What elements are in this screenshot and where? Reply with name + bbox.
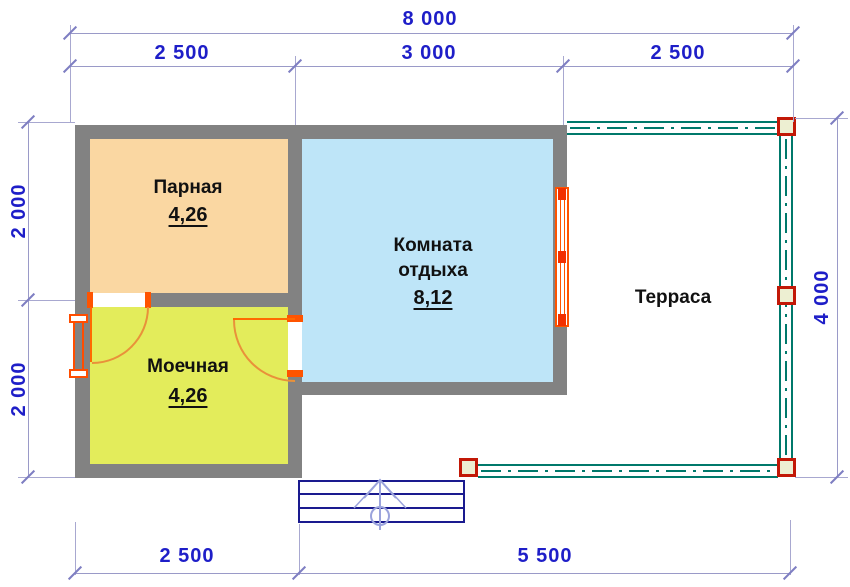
dimension-bottom-left: 2 500 bbox=[159, 545, 215, 567]
extension-line bbox=[795, 477, 848, 478]
door-opening-parnaya bbox=[93, 293, 145, 307]
extension-line bbox=[18, 477, 75, 478]
komnata-room-label-line1: Комната bbox=[393, 235, 473, 256]
dimension-total-width: 8 000 bbox=[402, 8, 458, 30]
extension-line bbox=[793, 25, 794, 122]
extension-line bbox=[295, 56, 296, 125]
moechnaya-bottom-wall bbox=[75, 464, 302, 478]
door-jamb bbox=[287, 370, 303, 377]
center-vertical-wall bbox=[288, 125, 302, 478]
extension-line bbox=[563, 56, 564, 125]
moechnaya-room-label: Моечная bbox=[147, 356, 229, 377]
door-jamb bbox=[287, 315, 303, 322]
dimension-left-upper: 2 000 bbox=[8, 183, 30, 239]
moechnaya-window bbox=[69, 314, 88, 378]
window-hinge-mark bbox=[558, 314, 566, 326]
moechnaya-room-area: 4,26 bbox=[88, 383, 288, 409]
window-hinge-mark bbox=[558, 188, 566, 200]
komnata-room-area: 8,12 bbox=[333, 285, 533, 311]
terrace-post bbox=[777, 117, 796, 136]
railing-centerline bbox=[570, 127, 775, 129]
window-frame-line bbox=[82, 322, 84, 370]
extension-line bbox=[18, 300, 75, 301]
window-hinge-mark bbox=[558, 251, 566, 263]
dimension-line-total-width bbox=[70, 33, 793, 34]
dimension-line-top-segments bbox=[70, 66, 793, 67]
door-leaf bbox=[233, 318, 295, 320]
window-sill bbox=[69, 314, 88, 323]
dimension-left-lower: 2 000 bbox=[8, 361, 30, 417]
terrace-post bbox=[459, 458, 478, 477]
extension-line bbox=[299, 524, 300, 575]
dimension-top-left: 2 500 bbox=[154, 42, 210, 64]
parnaya-room-area: 4,26 bbox=[88, 202, 288, 228]
dimension-top-middle: 3 000 bbox=[401, 42, 457, 64]
parnaya-room-fill bbox=[90, 139, 288, 293]
komnata-window bbox=[555, 187, 569, 327]
dimension-line-bottom bbox=[75, 573, 790, 574]
dimension-right-height: 4 000 bbox=[811, 269, 833, 325]
area-value: 4,26 bbox=[168, 204, 208, 226]
door-jamb bbox=[87, 292, 93, 308]
area-value: 8,12 bbox=[413, 287, 453, 309]
door-leaf bbox=[90, 307, 92, 362]
dimension-line-left bbox=[28, 122, 29, 477]
railing-centerline bbox=[481, 470, 775, 472]
terrace-post bbox=[777, 286, 796, 305]
window-frame-line bbox=[73, 322, 75, 370]
extension-line bbox=[18, 122, 75, 123]
door-jamb bbox=[145, 292, 151, 308]
komnata-bottom-wall bbox=[288, 382, 567, 395]
window-sill bbox=[69, 369, 88, 378]
dimension-line-right bbox=[837, 118, 838, 477]
stairs-up-arrow-icon bbox=[353, 478, 407, 530]
area-value: 4,26 bbox=[168, 385, 208, 407]
extension-line bbox=[70, 25, 71, 122]
komnata-room-fill bbox=[302, 139, 553, 382]
extension-line bbox=[795, 118, 848, 119]
terrace-railing-top bbox=[567, 121, 778, 135]
terrace-post bbox=[777, 458, 796, 477]
dimension-bottom-right: 5 500 bbox=[517, 545, 573, 567]
terrasa-room-label: Терраса bbox=[634, 287, 712, 308]
stair-tread-line bbox=[300, 493, 463, 495]
parnaya-room-label: Парная bbox=[153, 177, 223, 198]
komnata-room-label-line2: отдыха bbox=[398, 260, 468, 281]
dimension-top-right: 2 500 bbox=[650, 42, 706, 64]
extension-line bbox=[75, 522, 76, 575]
terrace-railing-bottom bbox=[478, 464, 778, 478]
top-wall bbox=[75, 125, 567, 139]
extension-line bbox=[790, 520, 791, 575]
